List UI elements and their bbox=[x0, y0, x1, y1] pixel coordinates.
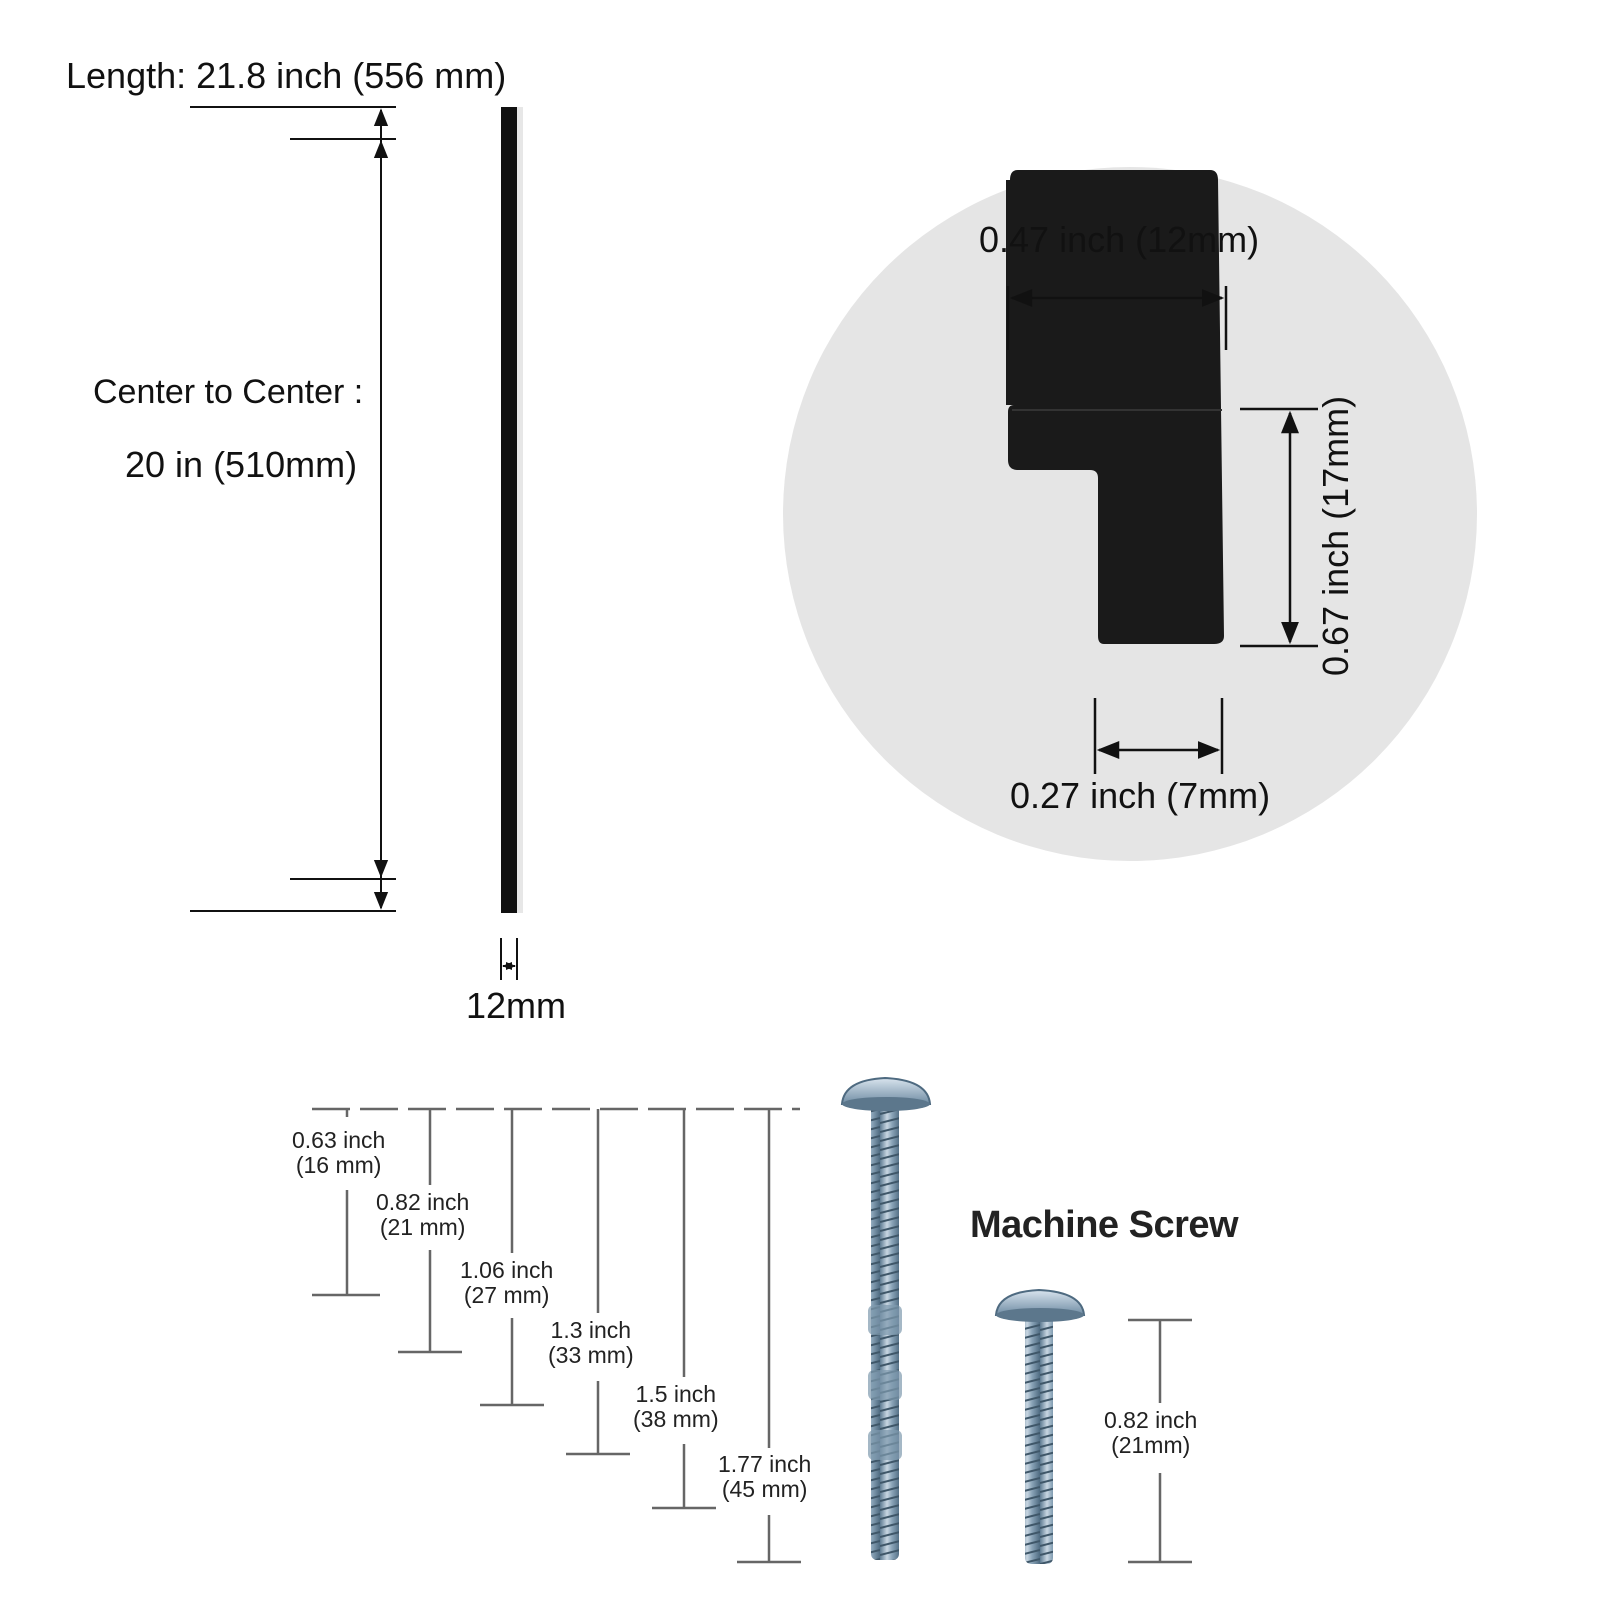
screw-length-label-2: 1.06 inch(27 mm) bbox=[460, 1257, 554, 1308]
screw-length-label-3: 1.3 inch(33 mm) bbox=[548, 1317, 634, 1368]
profile-top-dimension bbox=[1006, 286, 1228, 350]
handle-width-label: 12mm bbox=[466, 985, 567, 1026]
short-screw-scale bbox=[1128, 1318, 1192, 1564]
screw-length-scale bbox=[312, 1107, 801, 1564]
short-screw bbox=[994, 1288, 1086, 1564]
short-screw-length-label: 0.82 inch(21mm) bbox=[1104, 1407, 1198, 1458]
profile-top-width-label: 0.47 inch (12mm) bbox=[979, 219, 1260, 260]
profile-bottom-width-label: 0.27 inch (7mm) bbox=[1010, 775, 1271, 816]
screw-length-label-5: 1.77 inch(45 mm) bbox=[718, 1451, 812, 1502]
screw-length-label-0: 0.63 inch(16 mm) bbox=[292, 1127, 386, 1178]
machine-screw-title: Machine Screw bbox=[970, 1204, 1239, 1246]
screw-length-label-4: 1.5 inch(38 mm) bbox=[633, 1381, 719, 1432]
center-to-center-title: Center to Center : bbox=[93, 373, 364, 411]
long-screw bbox=[840, 1076, 932, 1560]
profile-height-dimension bbox=[1240, 407, 1318, 648]
center-dimension bbox=[290, 138, 396, 880]
width-dimension bbox=[500, 938, 518, 980]
length-label: Length: 21.8 inch (556 mm) bbox=[66, 55, 507, 96]
profile-bottom-dimension bbox=[1093, 698, 1224, 774]
screw-length-label-1: 0.82 inch(21 mm) bbox=[376, 1189, 470, 1240]
handle-bar bbox=[501, 107, 523, 913]
length-dimension bbox=[190, 106, 396, 912]
profile-height-label: 0.67 inch (17mm) bbox=[1315, 395, 1356, 676]
center-to-center-value: 20 in (510mm) bbox=[125, 444, 358, 485]
